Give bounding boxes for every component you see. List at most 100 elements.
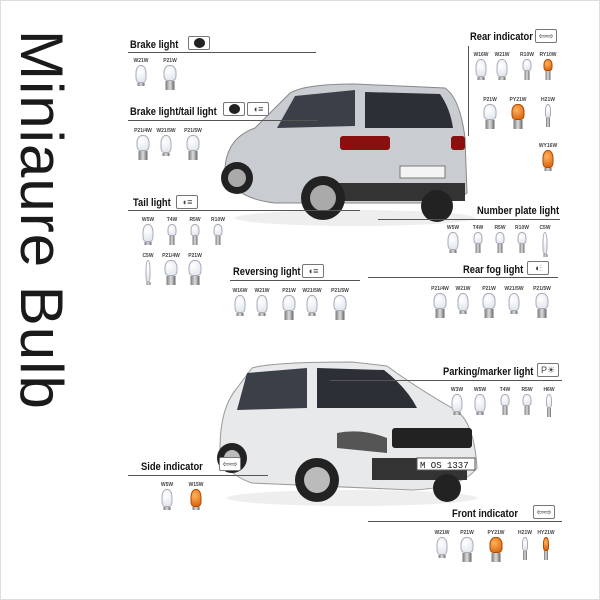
- bulb-base: [308, 313, 316, 316]
- divider-line: [378, 219, 560, 220]
- bulb-label: H21W: [541, 97, 555, 103]
- bulb-base: [545, 71, 551, 80]
- bulb-bayonet-icon[interactable]: [433, 293, 447, 318]
- bulb-bayonet-icon[interactable]: [186, 135, 200, 160]
- bulb-wedge-icon[interactable]: [135, 65, 147, 86]
- bulb-halogen-icon[interactable]: [545, 104, 551, 127]
- divider-line: [468, 46, 469, 136]
- bulb-small-icon[interactable]: [473, 232, 483, 253]
- section-title-parking: Parking/marker light: [443, 366, 534, 378]
- bulb-festoon-icon[interactable]: [145, 260, 151, 285]
- bulb-bayonet-icon[interactable]: [136, 135, 150, 160]
- bulb-wedge-icon[interactable]: [457, 293, 469, 314]
- bulb-bayonet-icon[interactable]: [535, 293, 549, 318]
- bulb-bayonet-icon[interactable]: [333, 295, 347, 320]
- bulb-small-icon[interactable]: [495, 232, 505, 253]
- bulb-glass: [188, 260, 202, 276]
- bulb-base: [192, 236, 198, 245]
- bulb-label: P21/5W: [533, 286, 551, 292]
- section-title-number-plate: Number plate light: [477, 205, 560, 217]
- bulb-label: P21W: [460, 530, 474, 536]
- bulb-bayonet-icon[interactable]: [163, 65, 177, 90]
- bulb-wedge-icon[interactable]: [160, 135, 172, 156]
- bulb-label: W3W: [450, 387, 464, 393]
- bulb-glass: [495, 232, 505, 244]
- divider-line: [230, 280, 360, 281]
- bulb-label: P21W: [483, 97, 497, 103]
- bulb-glass: [517, 232, 527, 244]
- bulb-wedge-icon[interactable]: [542, 150, 554, 171]
- bulb-label: R5W: [494, 225, 506, 231]
- bulb-small-icon[interactable]: [190, 224, 200, 245]
- bulb-label: T4W: [499, 387, 511, 393]
- bulb-label: PY21W: [487, 530, 505, 536]
- bulb-halogen-icon[interactable]: [543, 537, 549, 560]
- bulb-wedge-icon[interactable]: [142, 224, 154, 245]
- bulb-base: [188, 151, 198, 160]
- bulb-base: [163, 507, 171, 510]
- section-title-reversing: Reversing light: [233, 266, 301, 278]
- bulb-label: W5W: [141, 217, 155, 223]
- bulb-label: R5W: [521, 387, 533, 393]
- bulb-wedge-icon[interactable]: [190, 489, 202, 510]
- bulb-glass: [145, 260, 151, 282]
- bulb-wedge-icon[interactable]: [234, 295, 246, 316]
- bulb-base: [524, 71, 530, 80]
- bulb-wedge-icon[interactable]: [496, 59, 508, 80]
- bulb-bayonet-icon[interactable]: [511, 104, 525, 129]
- bulb-base: [459, 311, 467, 314]
- bulb-small-icon[interactable]: [522, 394, 532, 415]
- bulb-wedge-icon[interactable]: [474, 394, 486, 415]
- bulb-bayonet-icon[interactable]: [483, 104, 497, 129]
- bulb-small-icon[interactable]: [167, 224, 177, 245]
- bulb-label: R10W: [211, 217, 225, 223]
- bulb-wedge-icon[interactable]: [256, 295, 268, 316]
- bulb-label: C5W: [142, 253, 154, 259]
- section-title-brake: Brake light: [130, 39, 179, 51]
- bulb-wedge-icon[interactable]: [436, 537, 448, 558]
- bulb-label: W21W: [254, 288, 270, 294]
- bulb-bayonet-icon[interactable]: [188, 260, 202, 285]
- bulb-base: [491, 553, 501, 562]
- bulb-label: W21/5W: [504, 286, 524, 292]
- bulb-glass: [546, 394, 552, 408]
- title-text: Miniaure Bulb: [8, 30, 75, 410]
- bulb-bayonet-icon[interactable]: [489, 537, 503, 562]
- bulb-bayonet-icon[interactable]: [482, 293, 496, 318]
- bulb-glass: [482, 293, 496, 309]
- bulb-glass: [282, 295, 296, 311]
- bulb-festoon-icon[interactable]: [542, 232, 548, 257]
- bulb-halogen-icon[interactable]: [546, 394, 552, 417]
- bulb-glass: [451, 394, 463, 412]
- bulb-wedge-icon[interactable]: [161, 489, 173, 510]
- bulb-glass: [522, 394, 532, 406]
- bulb-bayonet-icon[interactable]: [460, 537, 474, 562]
- bulb-small-icon[interactable]: [500, 394, 510, 415]
- bulb-base: [438, 555, 446, 558]
- bulb-wedge-icon[interactable]: [508, 293, 520, 314]
- bulb-bayonet-icon[interactable]: [164, 260, 178, 285]
- divider-line: [128, 120, 318, 121]
- section-title-side-indicator: Side indicator: [141, 461, 203, 473]
- bulb-glass: [256, 295, 268, 313]
- bulb-small-icon[interactable]: [213, 224, 223, 245]
- bulb-label: P21W: [163, 58, 177, 64]
- section-title-brake-tail: Brake light/tail light: [130, 106, 217, 118]
- bulb-glass: [333, 295, 347, 311]
- bulb-wedge-icon[interactable]: [475, 59, 487, 80]
- bulb-glass: [511, 104, 525, 120]
- bulb-small-icon[interactable]: [522, 59, 532, 80]
- bulb-wedge-icon[interactable]: [451, 394, 463, 415]
- bulb-wedge-icon[interactable]: [447, 232, 459, 253]
- bulb-small-icon[interactable]: [543, 59, 553, 80]
- bulb-base: [138, 151, 148, 160]
- bulb-wedge-icon[interactable]: [306, 295, 318, 316]
- car-front-view: M OS 1337: [217, 361, 478, 506]
- bulb-base: [453, 412, 461, 415]
- bulb-base: [162, 153, 170, 156]
- bulb-small-icon[interactable]: [517, 232, 527, 253]
- bulb-glass: [186, 135, 200, 151]
- bulb-bayonet-icon[interactable]: [282, 295, 296, 320]
- bulb-halogen-icon[interactable]: [522, 537, 528, 560]
- bulb-base: [544, 551, 548, 560]
